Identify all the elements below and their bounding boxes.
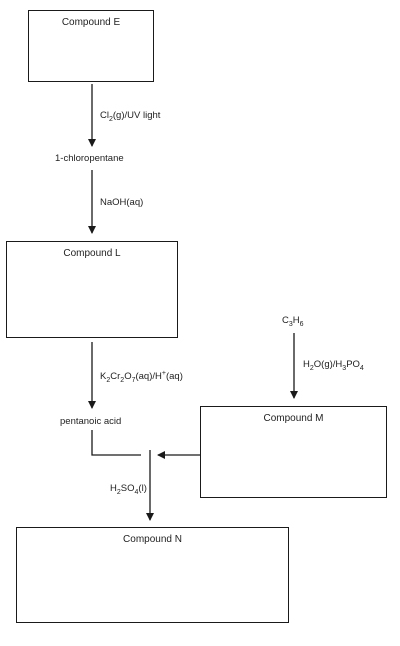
compound-m-box: Compound M: [200, 406, 387, 498]
compound-n-box: Compound N: [16, 527, 289, 623]
reagent-hydrolysis: NaOH(aq): [100, 197, 144, 208]
compound-e-label: Compound E: [61, 17, 121, 28]
intermediate-pentanoic-acid: pentanoic acid: [60, 416, 122, 427]
reagent-chlorination: Cl2(g)/UV light: [100, 110, 161, 123]
compound-n-label: Compound N: [123, 534, 182, 545]
intermediate-propene: C3H6: [282, 315, 304, 328]
compound-e-box: Compound E: [28, 10, 154, 82]
reagent-esterification: H2SO4(l): [110, 483, 147, 496]
line-pentanoic-acid-to-junction: [91, 430, 141, 456]
compound-l-label: Compound L: [63, 248, 121, 259]
reagent-hydration: H2O(g)/H3PO4: [303, 359, 364, 372]
compound-m-label: Compound M: [263, 413, 324, 424]
reagent-oxidation: K2Cr2O7(aq)/H+(aq): [100, 370, 183, 385]
intermediate-chloropentane: 1-chloropentane: [55, 153, 124, 164]
compound-l-box: Compound L: [6, 241, 178, 338]
